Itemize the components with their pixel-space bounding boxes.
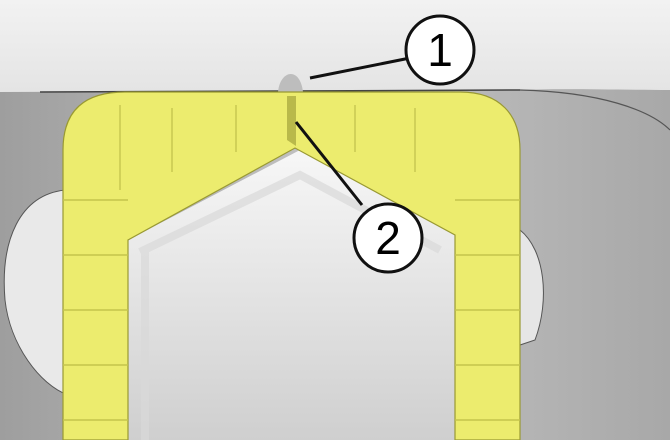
callout-1: 1 [406, 16, 474, 84]
callout-1-label: 1 [427, 24, 453, 76]
callout-2-label: 2 [375, 212, 401, 264]
callout-2: 2 [354, 204, 422, 272]
clip-center-slit [287, 96, 296, 146]
upper-surface [0, 0, 670, 92]
